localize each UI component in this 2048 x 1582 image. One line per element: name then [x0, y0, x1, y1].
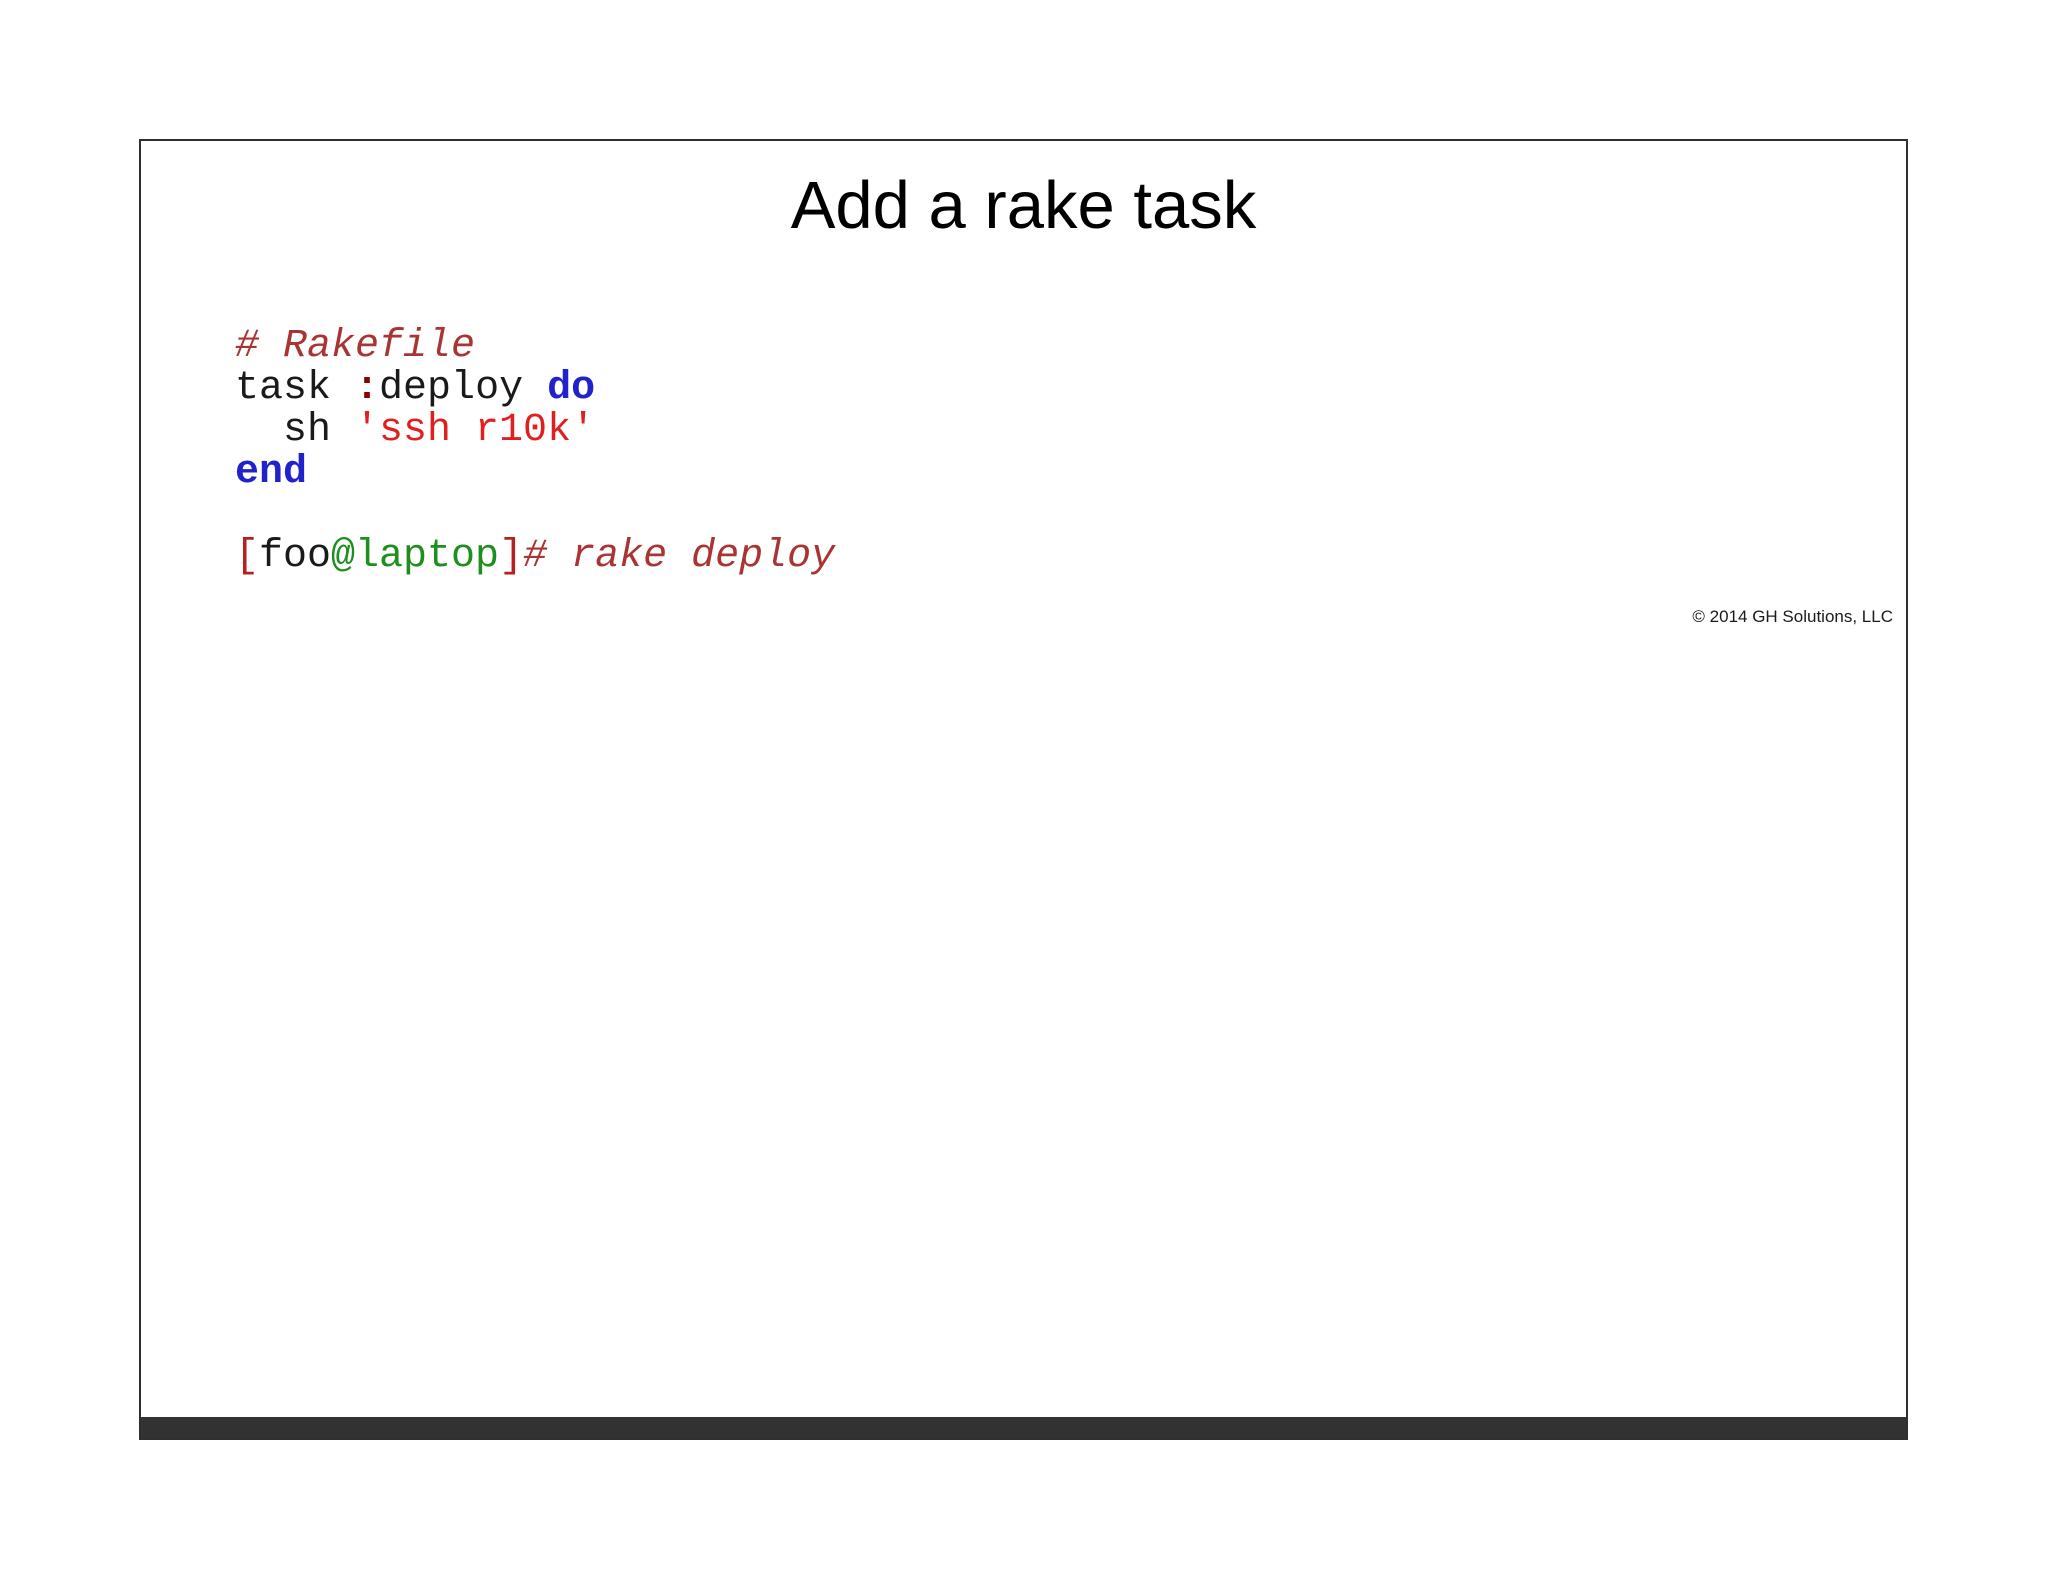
code-token-bracket: [: [235, 534, 260, 579]
code-line: [foo@laptop]# rake deploy: [235, 536, 835, 578]
code-token-command: # rake deploy: [523, 534, 836, 579]
code-token-bracket: ]: [499, 534, 524, 579]
copyright-text: © 2014 GH Solutions, LLC: [1692, 607, 1893, 626]
code-token-keyword: end: [235, 450, 308, 495]
code-line: # Rakefile: [235, 326, 835, 368]
slide-footer-bar: [141, 1417, 1906, 1438]
code-token-symbol: :: [355, 366, 380, 411]
code-line: task :deploy do: [235, 368, 835, 410]
code-line: sh 'ssh r10k': [235, 410, 835, 452]
code-line: [235, 494, 835, 536]
code-line: end: [235, 452, 835, 494]
slide-title: Add a rake task: [790, 168, 1257, 243]
code-token-plain: task: [235, 366, 356, 411]
code-token-plain: foo: [259, 534, 332, 579]
code-token-plain: sh: [235, 408, 356, 453]
code-token-comment: # Rakefile: [235, 324, 476, 369]
code-token-plain: deploy: [379, 366, 548, 411]
code-token-host: @laptop: [331, 534, 500, 579]
code-token-string: 'ssh r10k': [355, 408, 596, 453]
code-token-keyword: do: [547, 366, 596, 411]
